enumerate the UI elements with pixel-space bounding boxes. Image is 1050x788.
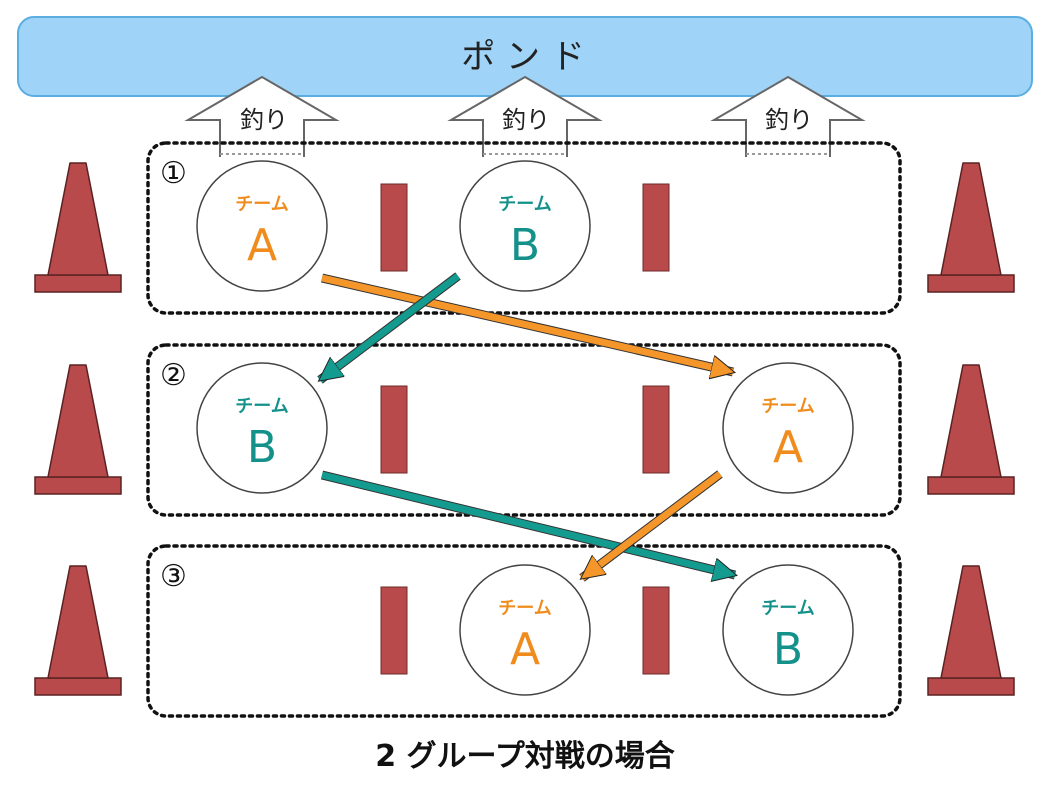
team-prefix: チーム — [235, 396, 288, 417]
row-number: ② — [160, 358, 187, 393]
team-letter: B — [247, 422, 277, 473]
team-prefix: チーム — [761, 598, 814, 619]
team-letter: A — [773, 422, 803, 473]
cone-icon — [927, 364, 1015, 495]
divider-bar — [642, 385, 670, 474]
cone-icon — [927, 162, 1015, 293]
cone-icon — [34, 565, 122, 696]
move-arrow-team-a — [320, 273, 733, 372]
team-letter: A — [247, 220, 277, 271]
row-box-3 — [146, 544, 902, 718]
team-circle-a: チーム A — [459, 564, 591, 696]
team-circle-b: チーム B — [722, 564, 854, 696]
divider-bar — [642, 183, 670, 272]
cone-icon — [34, 364, 122, 495]
divider-bar — [380, 586, 408, 675]
team-circle-b: チーム B — [196, 362, 328, 494]
cone-icon — [34, 162, 122, 293]
team-prefix: チーム — [498, 194, 551, 215]
fishing-arrow-2: 釣り — [447, 75, 603, 157]
team-letter: B — [773, 624, 803, 675]
caption: 2 グループ対戦の場合 — [375, 739, 675, 774]
row-number: ③ — [160, 559, 187, 594]
move-arrow-team-a — [579, 470, 723, 582]
team-prefix: チーム — [498, 598, 551, 619]
row-number: ① — [160, 156, 187, 191]
team-letter: A — [510, 624, 540, 675]
team-prefix: チーム — [235, 194, 288, 215]
move-arrow-team-b — [317, 272, 461, 384]
team-letter: B — [510, 220, 540, 271]
divider-bar — [380, 183, 408, 272]
divider-bar — [380, 385, 408, 474]
team-circle-a: チーム A — [722, 362, 854, 494]
divider-bar — [642, 586, 670, 675]
team-layer: チーム A チーム B チーム B チーム A チーム A チーム B — [196, 160, 854, 696]
fishing-arrow-3: 釣り — [710, 75, 866, 157]
team-prefix: チーム — [761, 396, 814, 417]
row-box-1 — [146, 141, 902, 315]
team-circle-b: チーム B — [459, 160, 591, 292]
cone-icon — [927, 565, 1015, 696]
move-arrow-team-b — [320, 470, 735, 575]
arrow-layer — [317, 272, 735, 582]
fishing-label: 釣り — [240, 106, 288, 134]
fishing-arrow-1: 釣り — [184, 75, 340, 157]
fishing-label: 釣り — [502, 106, 550, 134]
team-circle-a: チーム A — [196, 160, 328, 292]
pond-label: ポ ン ド — [461, 37, 585, 77]
fishing-label: 釣り — [765, 106, 813, 134]
row-box-2 — [146, 343, 902, 517]
